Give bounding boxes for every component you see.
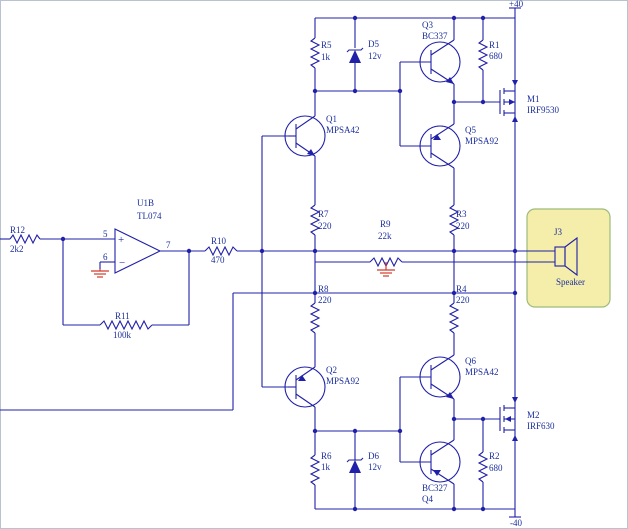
r12-value: 2k2 <box>10 244 24 254</box>
q2-value: MPSA92 <box>326 376 360 386</box>
r11-resistor[interactable] <box>99 319 153 331</box>
speaker-icon[interactable] <box>554 236 578 277</box>
r11-value: 100k <box>113 330 132 340</box>
r7-value: 220 <box>318 221 332 231</box>
j3-ref: J3 <box>554 227 563 237</box>
q5-transistor[interactable] <box>400 118 461 205</box>
r2-resistor[interactable] <box>454 418 500 509</box>
r1-value: 680 <box>489 51 503 61</box>
d6-zener[interactable] <box>315 430 400 509</box>
r4-resistor[interactable] <box>448 251 460 352</box>
r3-ref: R3 <box>456 209 467 219</box>
u1b-minus-sign: − <box>119 257 125 269</box>
global-feedback-line <box>0 292 515 411</box>
r11-ref: R11 <box>115 311 130 321</box>
q3-value: BC337 <box>422 31 448 41</box>
q2-ref: Q2 <box>326 365 337 375</box>
r5-value: 1k <box>321 52 331 62</box>
d5-ref: D5 <box>368 39 379 49</box>
u1b-ref: U1B <box>137 198 154 208</box>
m2-ref: M2 <box>527 410 540 420</box>
ground-symbol-opamp <box>91 269 109 278</box>
negative-rail <box>315 508 521 518</box>
d5-value: 12v <box>368 51 382 61</box>
q4-transistor[interactable] <box>400 439 461 509</box>
m2-mosfet[interactable] <box>499 397 518 441</box>
q2-transistor[interactable] <box>284 362 326 455</box>
q1-transistor[interactable] <box>284 110 326 205</box>
q5-value: MPSA92 <box>465 136 499 146</box>
r7-ref: R7 <box>318 209 329 219</box>
q1-q2-base-wire <box>261 135 288 388</box>
r4-ref: R4 <box>456 284 467 294</box>
r8-resistor[interactable] <box>309 251 321 362</box>
d6-ref: D6 <box>368 451 379 461</box>
u1b-opamp[interactable] <box>99 228 205 274</box>
rail-neg-label: -40 <box>510 518 522 528</box>
r10-value: 470 <box>211 255 225 265</box>
m1-mosfet[interactable] <box>499 80 518 122</box>
q5-ref: Q5 <box>465 125 476 135</box>
r1-resistor[interactable] <box>454 18 500 103</box>
u1b-value: TL074 <box>137 211 162 221</box>
r12-ref: R12 <box>10 225 25 235</box>
r3-resistor[interactable] <box>448 204 460 251</box>
r1-ref: R1 <box>489 40 500 50</box>
speaker-j3-box[interactable] <box>526 208 611 308</box>
ground-symbol-r9 <box>377 262 395 277</box>
q4-value: BC327 <box>422 483 448 493</box>
d6-value: 12v <box>368 462 382 472</box>
r9-resistor[interactable] <box>315 256 555 268</box>
q6-value: MPSA42 <box>465 367 499 377</box>
m1-value: IRF9530 <box>527 105 560 115</box>
q6-transistor[interactable] <box>399 352 461 462</box>
r5-resistor[interactable] <box>309 18 321 110</box>
u1b-pin5: 5 <box>103 229 108 239</box>
q1-ref: Q1 <box>326 114 337 124</box>
r8-value: 220 <box>318 295 332 305</box>
feedback-path <box>62 239 190 326</box>
d5-zener[interactable] <box>315 18 400 92</box>
j3-label: Speaker <box>556 277 585 287</box>
q4-ref: Q4 <box>422 494 433 504</box>
m2-value: IRF630 <box>527 421 555 431</box>
u1b-pin7: 7 <box>166 240 171 250</box>
r9-value: 22k <box>378 231 392 241</box>
u1b-pin6: 6 <box>103 252 108 262</box>
q1-value: MPSA42 <box>326 125 360 135</box>
r6-resistor[interactable] <box>309 454 321 509</box>
r6-value: 1k <box>321 462 331 472</box>
r8-ref: R8 <box>318 284 329 294</box>
r9-ref: R9 <box>380 219 391 229</box>
r2-value: 680 <box>489 463 503 473</box>
r4-value: 220 <box>456 295 470 305</box>
r6-ref: R6 <box>321 451 332 461</box>
q3-ref: Q3 <box>422 20 433 30</box>
r10-resistor[interactable] <box>204 245 555 257</box>
r3-value: 220 <box>456 221 470 231</box>
rail-pos-label: +40 <box>509 0 524 9</box>
q6-ref: Q6 <box>465 356 476 366</box>
positive-rail <box>315 7 521 19</box>
r5-ref: R5 <box>321 40 332 50</box>
r10-ref: R10 <box>211 236 227 246</box>
u1b-plus-sign: + <box>118 234 124 246</box>
m1-ref: M1 <box>527 94 540 104</box>
r7-resistor[interactable] <box>309 204 321 251</box>
r2-ref: R2 <box>489 451 500 461</box>
r12-resistor[interactable] <box>0 233 115 245</box>
